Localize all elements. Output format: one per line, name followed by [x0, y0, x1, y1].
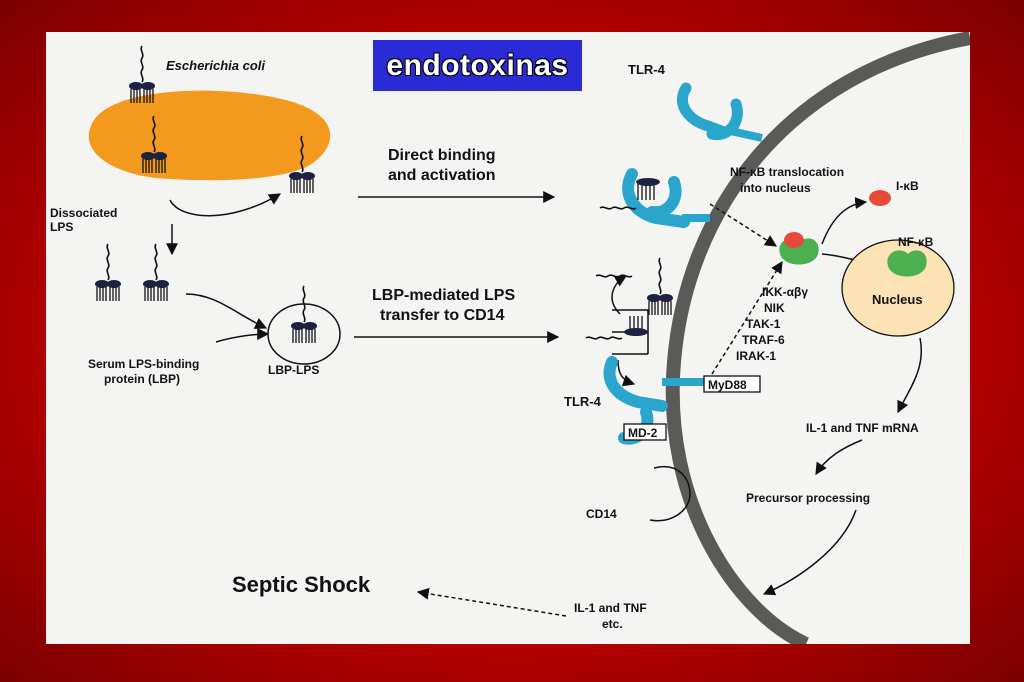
myd88-label: MyD88 — [708, 378, 747, 392]
mrna-label: IL-1 and TNF mRNA — [806, 421, 919, 435]
ecoli-label: Escherichia coli — [166, 58, 265, 73]
il1-tnf-label-2: etc. — [602, 617, 623, 631]
tlr4-receptor-lps-bound — [599, 168, 710, 228]
precursor-label: Precursor processing — [746, 491, 870, 505]
slide-title: endotoxinas — [373, 40, 582, 91]
diagram-panel: Escherichia coli Dissociated LPS Direct … — [46, 32, 970, 644]
nfkb-in-nucleus — [887, 250, 927, 277]
ikb-label: I-κB — [896, 179, 919, 193]
dissociated-label-2: LPS — [50, 220, 73, 234]
lps-signaling-diagram: Escherichia coli Dissociated LPS Direct … — [50, 32, 970, 644]
ikb-protein — [869, 190, 891, 206]
tlr4-receptor-top — [676, 82, 763, 142]
lbp-transfer-label-2: transfer to CD14 — [380, 307, 505, 324]
irak1-label: IRAK-1 — [736, 349, 776, 363]
direct-binding-label-2: and activation — [388, 167, 496, 184]
dissociated-label-1: Dissociated — [50, 206, 117, 220]
lbp-transfer-label-1: LBP-mediated LPS — [372, 287, 515, 304]
nucleus-label: Nucleus — [872, 292, 923, 307]
lbp-lps-label: LBP-LPS — [268, 363, 319, 377]
md2-box — [623, 423, 667, 441]
septic-shock-label: Septic Shock — [232, 572, 371, 597]
cd14-label: CD14 — [586, 507, 617, 521]
serum-lbp-label-2: protein (LBP) — [104, 372, 180, 386]
nfkb-label: NF-κB — [898, 235, 934, 249]
ikk-label: IKK-αβγ — [762, 285, 808, 299]
traf6-label: TRAF-6 — [742, 333, 785, 347]
tak1-label: TAK-1 — [746, 317, 781, 331]
myd88-box — [703, 375, 761, 393]
cd14-lps-cluster — [585, 257, 674, 387]
md2-label: MD-2 — [628, 426, 658, 440]
lps-aggregate-1 — [94, 243, 122, 302]
tlr4-top-label: TLR-4 — [628, 62, 666, 77]
nfkb-translocation-label-1: NF-κB translocation — [730, 165, 844, 179]
tlr4-bottom-label: TLR-4 — [564, 394, 602, 409]
il1-tnf-label-1: IL-1 and TNF — [574, 601, 647, 615]
lps-aggregate-2 — [142, 243, 170, 302]
nfkb-translocation-label-2: into nucleus — [740, 181, 811, 195]
ecoli-bacterium — [88, 45, 331, 181]
cell-membrane — [665, 32, 970, 644]
direct-binding-label-1: Direct binding — [388, 147, 496, 164]
nik-label: NIK — [764, 301, 785, 315]
cd14-receptor — [649, 465, 691, 522]
serum-lbp-label-1: Serum LPS-binding — [88, 357, 199, 371]
ikb-nfkb-complex — [779, 232, 819, 265]
